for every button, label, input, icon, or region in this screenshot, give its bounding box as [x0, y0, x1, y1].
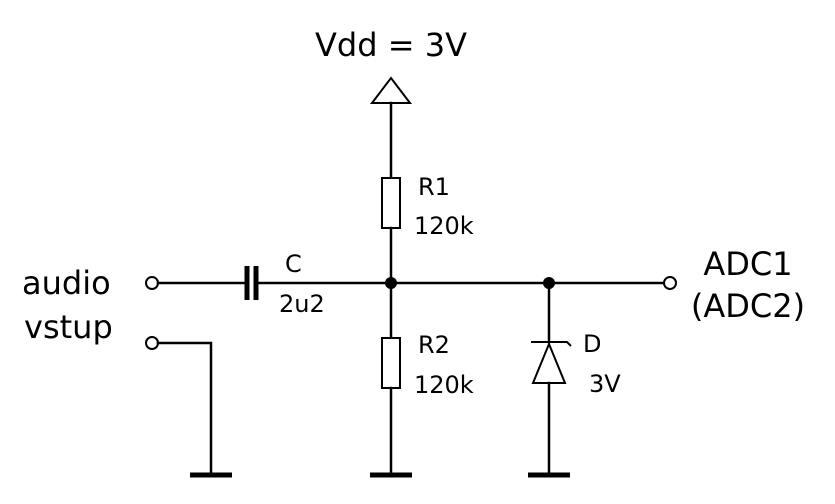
zener-diode-d: [531, 281, 572, 476]
output-terminal: [663, 276, 677, 290]
capacitor-c: [244, 266, 393, 300]
resistor-r2-name: R2: [418, 331, 450, 359]
vdd-supply-symbol: [369, 76, 413, 180]
input-terminal-ground: [145, 336, 213, 476]
output-label-adc2: (ADC2): [691, 287, 805, 325]
capacitor-name: C: [285, 250, 302, 278]
diode-value: 3V: [589, 370, 621, 398]
resistor-r1-name: R1: [418, 173, 450, 201]
supply-label: Vdd = 3V: [315, 26, 467, 64]
capacitor-value: 2u2: [279, 290, 325, 318]
resistor-r1: [381, 177, 401, 285]
resistor-r2: [381, 281, 401, 476]
input-terminal-signal: [145, 276, 247, 290]
input-label-vstup: vstup: [24, 308, 113, 346]
resistor-r1-value: 120k: [414, 212, 474, 240]
diode-name: D: [583, 330, 601, 358]
input-label-audio: audio: [22, 264, 111, 302]
resistor-r2-value: 120k: [414, 371, 474, 399]
output-label-adc1: ADC1: [703, 245, 792, 283]
